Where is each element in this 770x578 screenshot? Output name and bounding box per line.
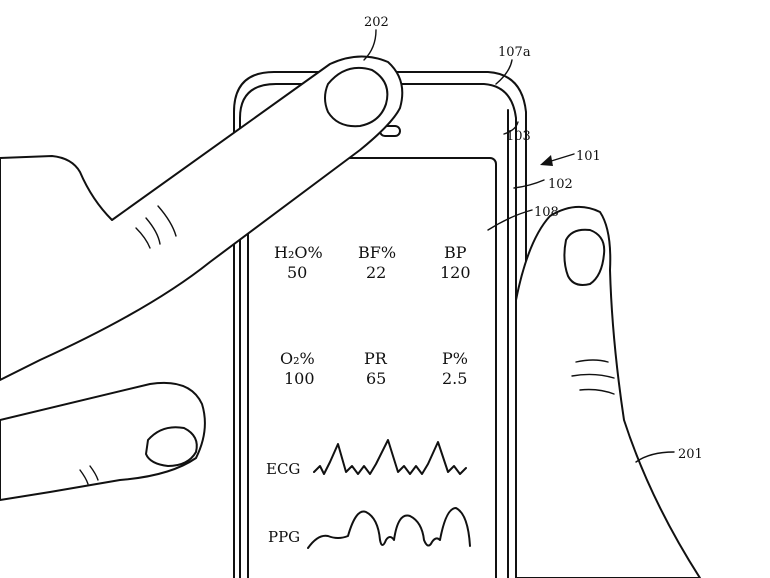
knuckle-crease — [145, 217, 161, 245]
leader-108 — [487, 209, 533, 231]
finger-crease — [89, 465, 99, 481]
ecg-label: ECG — [266, 460, 300, 478]
leader-202 — [363, 29, 377, 61]
ppg-label: PPG — [268, 528, 300, 546]
metric-value: 65 — [366, 369, 386, 388]
thumb-crease — [575, 359, 609, 363]
ref-202: 202 — [364, 15, 389, 30]
metric-label: O₂% — [280, 349, 315, 368]
metric-label: P% — [442, 349, 468, 368]
metric-value: 2.5 — [442, 369, 467, 388]
knuckle-crease — [157, 205, 177, 237]
metric-value: 120 — [440, 263, 471, 282]
waveforms: ECG PPG — [266, 439, 471, 549]
reference-leaders — [363, 29, 675, 463]
metrics-grid: H₂O% 50 BF% 22 BP 120 O₂% 100 PR 65 P% 2… — [274, 243, 471, 388]
leader-103 — [503, 121, 519, 135]
metric-value: 100 — [284, 369, 315, 388]
leader-101 — [547, 153, 575, 163]
arrowhead-101 — [540, 155, 553, 166]
metric-label: BF% — [358, 243, 396, 262]
ref-101: 101 — [576, 149, 601, 164]
index-finger-nail — [324, 66, 389, 128]
metric-value: 50 — [287, 263, 307, 282]
lower-finger-outline — [0, 381, 206, 501]
ecg-waveform — [313, 439, 467, 475]
ref-102: 102 — [548, 177, 573, 192]
leader-201 — [635, 451, 675, 463]
ppg-waveform — [307, 507, 471, 549]
right-thumb-nail — [563, 228, 606, 286]
ref-107a: 107a — [498, 45, 531, 60]
finger-crease — [79, 469, 89, 485]
leader-102 — [513, 179, 545, 189]
thumb-crease — [571, 373, 615, 379]
ref-108: 108 — [534, 205, 559, 220]
index-finger-outline — [0, 55, 404, 381]
reference-numerals: 202 107a 103 101 102 108 201 — [364, 15, 703, 462]
metric-value: 22 — [366, 263, 386, 282]
lower-finger — [0, 381, 206, 501]
metric-label: BP — [444, 243, 467, 262]
ref-103: 103 — [506, 129, 531, 144]
ref-201: 201 — [678, 447, 703, 462]
metric-label: H₂O% — [274, 243, 323, 262]
knuckle-crease — [135, 227, 151, 249]
device-screen — [247, 157, 497, 578]
leader-107a — [495, 59, 513, 85]
thumb-crease — [579, 388, 615, 395]
right-thumb — [515, 205, 701, 578]
index-finger — [0, 55, 404, 381]
metric-label: PR — [364, 349, 388, 368]
lower-finger-nail — [145, 426, 198, 467]
